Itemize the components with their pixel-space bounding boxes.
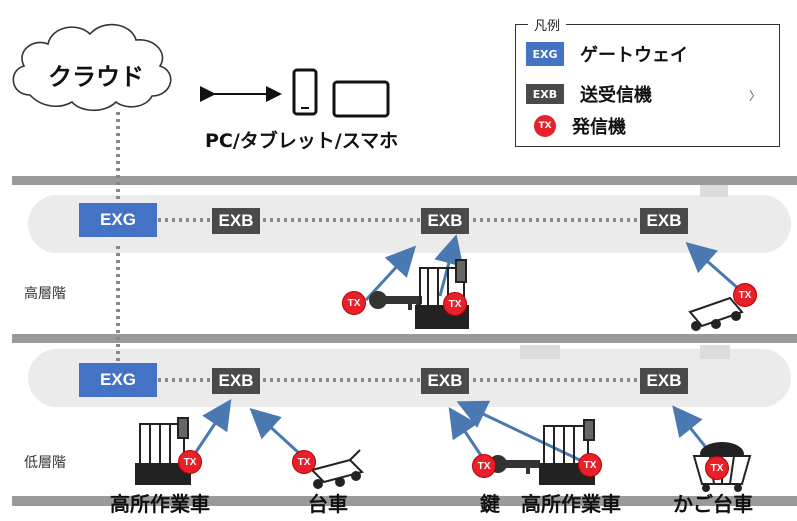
gateway-node-upper: EXG bbox=[79, 203, 157, 237]
legend-item-gateway: EXG ゲートウェイ bbox=[526, 41, 688, 67]
gateway-swatch: EXG bbox=[526, 42, 564, 66]
caption-key: 鍵 bbox=[480, 492, 500, 516]
legend-title: 凡例 bbox=[528, 15, 567, 34]
tablet-icon bbox=[332, 80, 390, 118]
cloud-label: クラウド bbox=[48, 63, 144, 91]
transmitter-badge: TX bbox=[705, 456, 729, 480]
transmitter-badge: TX bbox=[342, 291, 366, 315]
transmitter-swatch: TX bbox=[534, 115, 556, 137]
chevron-right-icon: 〉 bbox=[748, 89, 761, 103]
receiver-node-lower-1: EXB bbox=[212, 368, 260, 394]
smartphone-icon bbox=[292, 68, 318, 116]
caption-hand-cart: 台車 bbox=[308, 492, 348, 516]
floor-rail bbox=[12, 334, 797, 343]
transmitter-badge: TX bbox=[292, 450, 316, 474]
caption-aerial-platform-2: 高所作業車 bbox=[521, 492, 621, 516]
receiver-node-lower-2: EXB bbox=[421, 368, 469, 394]
caption-cage-cart: かご台車 bbox=[673, 492, 753, 516]
legend-label-receiver: 送受信機 bbox=[580, 85, 652, 106]
floor-rail bbox=[12, 176, 797, 185]
key-icon bbox=[369, 291, 422, 310]
receiver-node-upper-2: EXB bbox=[421, 208, 469, 234]
legend-label-gateway: ゲートウェイ bbox=[580, 45, 688, 66]
transmitter-badge: TX bbox=[733, 283, 757, 307]
aerial-work-platform-icon bbox=[135, 417, 191, 485]
receiver-node-upper-1: EXB bbox=[212, 208, 260, 234]
devices-label: PC/タブレット/スマホ bbox=[205, 130, 399, 152]
receiver-swatch: EXB bbox=[526, 84, 564, 104]
lower-floor-label: 低層階 bbox=[24, 455, 66, 471]
hand-cart-icon bbox=[688, 296, 744, 331]
receiver-node-upper-3: EXB bbox=[640, 208, 688, 234]
transmitter-badge: TX bbox=[178, 450, 202, 474]
hand-cart-icon bbox=[310, 449, 364, 489]
key-icon bbox=[489, 455, 540, 474]
caption-aerial-platform-1: 高所作業車 bbox=[110, 492, 210, 516]
floor-rail bbox=[12, 496, 797, 506]
gateway-node-lower: EXG bbox=[79, 363, 157, 397]
upper-floor-label: 高層階 bbox=[24, 286, 66, 302]
transmitter-badge: TX bbox=[578, 453, 602, 477]
legend-box: 凡例 EXG ゲートウェイ EXB 送受信機 TX 発信機 〉 bbox=[515, 15, 780, 147]
transmitter-badge: TX bbox=[443, 292, 467, 316]
legend-item-receiver: EXB 送受信機 bbox=[526, 81, 652, 107]
legend-label-transmitter: 発信機 bbox=[572, 117, 626, 138]
transmitter-badge: TX bbox=[472, 454, 496, 478]
legend-item-transmitter: TX 発信機 bbox=[526, 113, 626, 139]
cloud-icon bbox=[12, 23, 172, 112]
receiver-node-lower-3: EXB bbox=[640, 368, 688, 394]
